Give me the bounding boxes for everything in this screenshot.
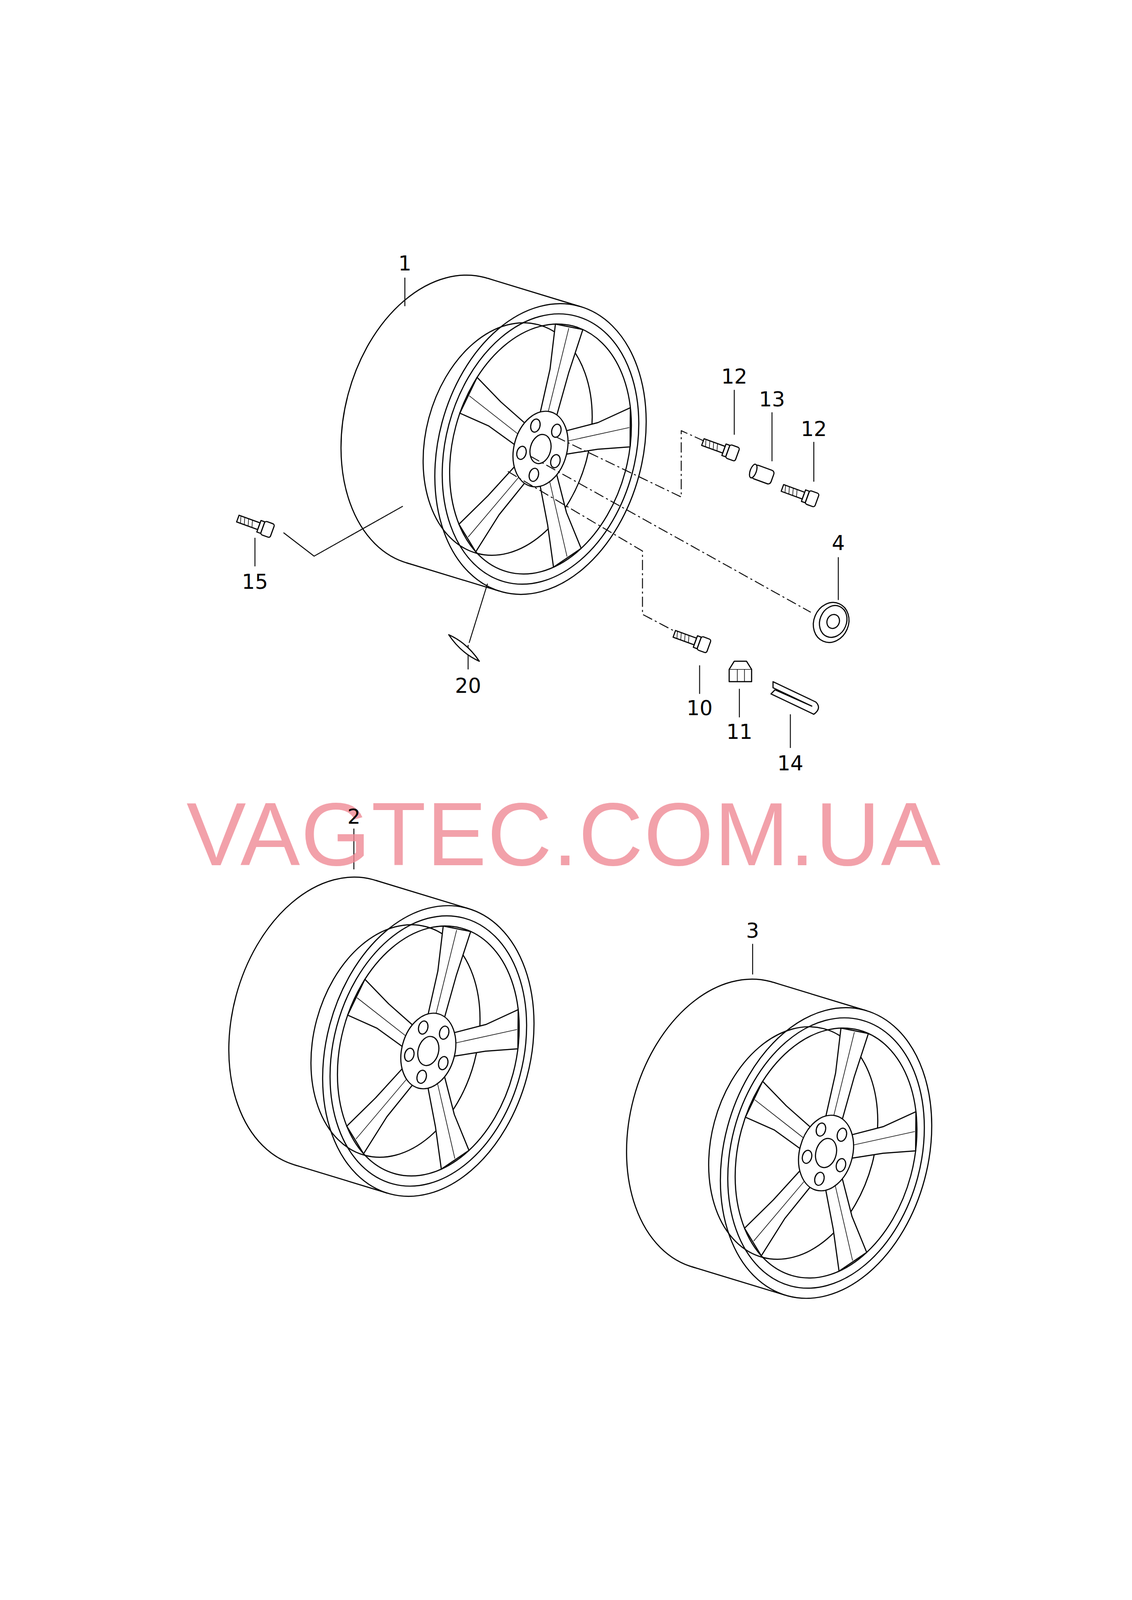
bolt-hole (417, 1019, 430, 1035)
leader-line (752, 943, 754, 974)
rim-lip (698, 995, 954, 1310)
callout-number: 11 (726, 720, 753, 742)
wheel-bolt (671, 626, 712, 653)
wheel-spoke (449, 1009, 519, 1057)
bolt-hole (835, 1126, 848, 1142)
rim-edge (375, 879, 470, 909)
leader-line (739, 688, 740, 718)
callout-number: 20 (454, 675, 481, 696)
callout-number: 3 (746, 920, 760, 941)
assembly-line (530, 455, 811, 612)
assembly-line (507, 471, 682, 635)
center-bore (527, 431, 555, 466)
rim-lip (300, 893, 556, 1208)
spoke-ridge (437, 1081, 455, 1158)
rim-front (403, 279, 678, 618)
spoke-ridge (469, 395, 519, 435)
spoke-ridge (833, 1031, 855, 1117)
bolt-hole (415, 1068, 428, 1084)
spoke-ridge (356, 1077, 408, 1139)
wheel-spoke (538, 324, 583, 421)
bolt-hole (834, 1157, 848, 1173)
rim-lip (413, 291, 668, 606)
bolt-cap (728, 661, 752, 682)
bolt-hole (438, 1024, 451, 1040)
leader-line (254, 537, 256, 567)
bolt-hole (549, 453, 562, 469)
spoke-ridge (852, 1131, 915, 1145)
bolt-hole (527, 466, 541, 482)
wheel-spoke (824, 1027, 869, 1125)
bolt-hole (529, 417, 542, 433)
center-bore (812, 1135, 840, 1170)
bolt-hole (515, 444, 528, 461)
rim-inner (423, 303, 659, 595)
callout-number: 2 (347, 805, 361, 827)
rim-edge (487, 278, 582, 307)
callout-number: 13 (759, 388, 786, 409)
callout-number: 10 (686, 697, 713, 719)
removal-tool (770, 681, 819, 715)
leader-line (813, 441, 815, 482)
alloy-wheel (197, 852, 566, 1220)
wheel-hub (505, 404, 577, 493)
center-bore (414, 1033, 443, 1068)
hub-cap-face (814, 600, 852, 642)
rim-inner (310, 904, 546, 1196)
wheel-hub (392, 1006, 465, 1095)
bolt-hole (437, 1054, 450, 1070)
rim-edge (773, 982, 868, 1011)
spoke-ridge (468, 475, 520, 537)
spoke-ridge (454, 1028, 517, 1043)
bolt-hole (801, 1148, 814, 1164)
hub-cap (807, 596, 856, 648)
spoke-ridge (567, 427, 630, 441)
assembly-line (283, 506, 404, 557)
alloy-wheel (310, 251, 678, 619)
hub-cap-rim (807, 596, 856, 648)
alloy-wheel (595, 954, 963, 1322)
spoke-ridge (549, 480, 568, 557)
callout-number: 12 (800, 418, 827, 439)
spoke-ridge (435, 929, 457, 1015)
callout-number: 12 (721, 366, 748, 387)
rim-inner (708, 1007, 944, 1298)
assembly-line (469, 583, 488, 643)
rim-front (689, 983, 963, 1322)
leader-line (404, 277, 406, 307)
valve (235, 511, 275, 538)
callout-number: 14 (777, 752, 804, 774)
spoke-ridge (754, 1099, 805, 1138)
bolt-hole (813, 1170, 826, 1186)
wheel-spoke (847, 1111, 916, 1158)
wheel-bolt (780, 480, 820, 507)
assembly-line (555, 430, 704, 497)
bolt-hole (550, 423, 563, 439)
lock-bolt (700, 434, 740, 461)
balance-weight (448, 634, 480, 662)
callout-number: 15 (242, 571, 269, 592)
watermark: VAGTEC.COM.UA (186, 789, 942, 879)
leader-line (771, 412, 773, 461)
spoke-ridge (753, 1179, 806, 1241)
callout-number: 1 (398, 253, 412, 274)
bolt-hole (403, 1046, 416, 1062)
hub-cap-logo (824, 612, 842, 631)
bolt-hole (814, 1121, 828, 1137)
leader-line (790, 713, 791, 748)
lock-adapter (748, 463, 776, 485)
spoke-ridge (834, 1183, 853, 1261)
wheel-hub (790, 1108, 862, 1197)
leader-line (699, 665, 701, 694)
spoke-ridge (356, 997, 407, 1037)
leader-line (837, 557, 839, 600)
rim-front (291, 881, 565, 1220)
wheel-spoke (426, 925, 471, 1023)
spoke-ridge (547, 327, 569, 413)
wheel-spoke (562, 407, 631, 455)
callout-number: 4 (831, 532, 845, 554)
leader-line (733, 389, 735, 435)
